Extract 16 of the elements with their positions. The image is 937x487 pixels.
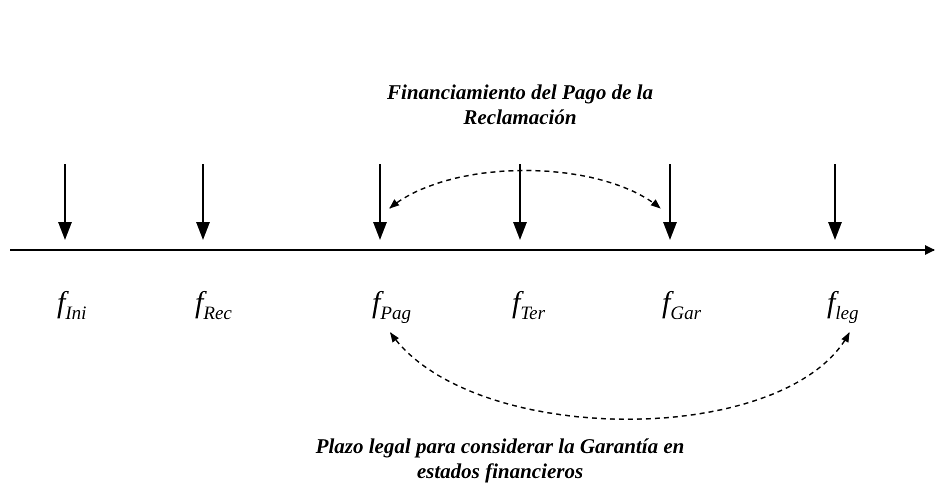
- down-arrow: [662, 164, 678, 240]
- dashed-double-arrow: [389, 170, 661, 209]
- dashed-double-arrow: [390, 332, 850, 420]
- date-label: f$_{Pag}$: [372, 286, 411, 331]
- down-arrow: [57, 164, 73, 240]
- down-arrow: [827, 164, 843, 240]
- down-arrow: [512, 164, 528, 240]
- down-arrow: [372, 164, 388, 240]
- date-label: f$_{Gar}$: [662, 286, 701, 331]
- date-label: f$_{leg}$: [827, 286, 859, 331]
- down-arrow: [195, 164, 211, 240]
- edge-label: Plazo legal para considerar la Garantía en estados financieros: [314, 434, 686, 484]
- date-label: f$_{Rec}$: [195, 286, 232, 331]
- edge-label: Financiamiento del Pago de la Reclamación: [386, 80, 654, 130]
- date-label: f$_{Ini}$: [57, 286, 86, 331]
- date-label: f$_{Ter}$: [512, 286, 545, 331]
